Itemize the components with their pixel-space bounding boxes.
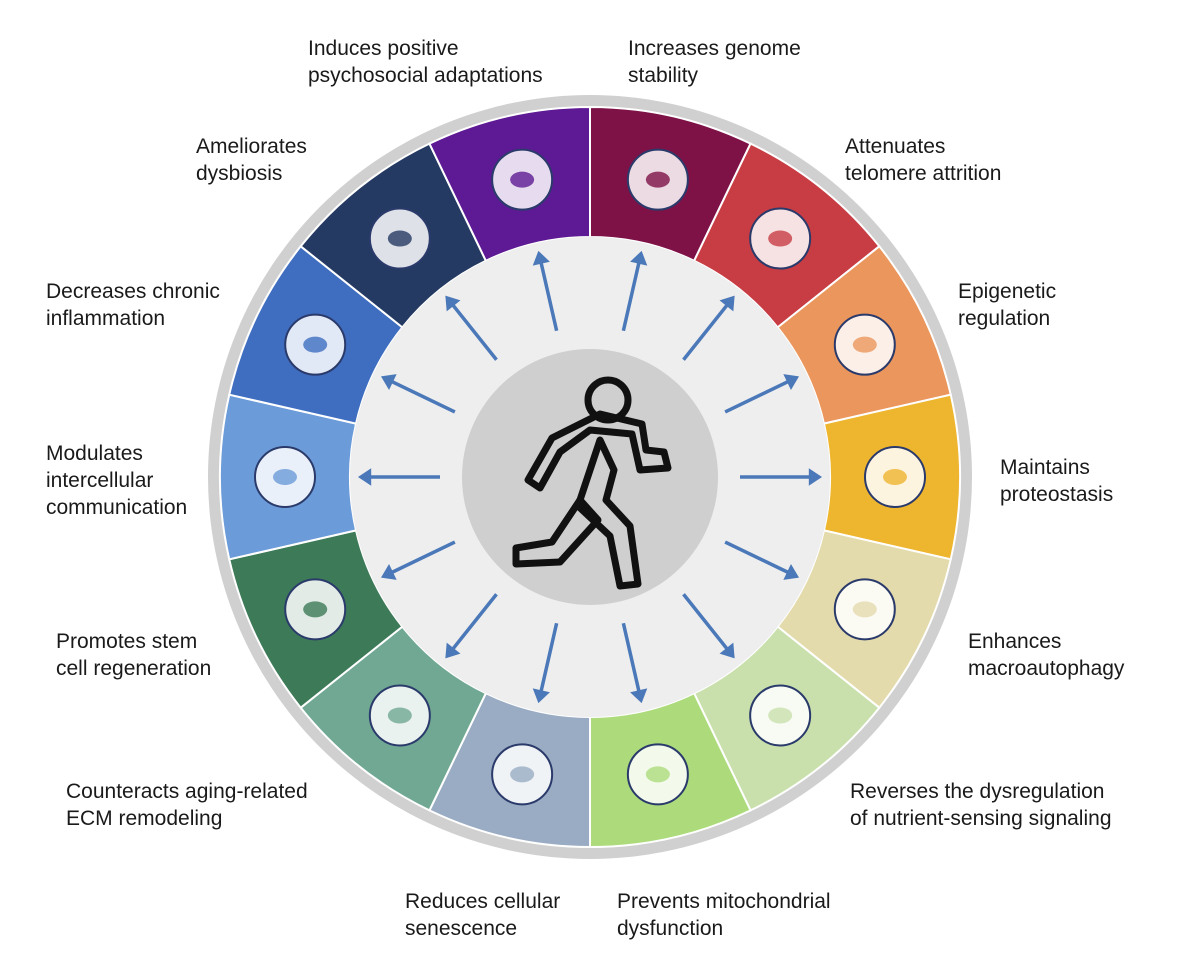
arrowhead-mitochondria [630,688,648,704]
label-ecm: Counteracts aging-related ECM remodeling [66,780,308,830]
label-inflammation: Decreases chronic inflammation [46,280,220,330]
arrow-epigenetic [724,377,794,414]
arrowhead-stem [380,564,397,580]
arrow-senescence [538,622,559,697]
gut-microbiome-icon [368,207,431,270]
label-senescence: Reduces cellular senescence [405,890,561,940]
arrowhead-intercellular [358,468,372,486]
autophagosome-icon [833,578,896,641]
chromosome-icon [749,207,812,270]
arrow-mitochondria [621,622,642,697]
label-epigenetic: Epigenetic regulation [958,280,1057,330]
label-telomere: Attenuates telomere attrition [845,135,1002,185]
label-psychosocial: Induces positive psychosocial adaptation… [308,37,543,87]
protein-folding-icon [864,446,926,508]
label-mitochondria: Prevents mitochondrial dysfunction [617,890,831,940]
arrow-psychosocial [538,257,559,332]
senescent-cell-icon [491,743,554,806]
arrow-genome [621,257,642,332]
label-dysbiosis: Ameliorates dysbiosis [196,135,307,185]
arrowhead-dysbiosis [445,295,461,312]
arrow-inflammation [386,377,456,414]
arrow-ecm [448,593,498,655]
dna-icon [626,148,689,211]
arrowhead-ecm [445,642,461,659]
arrowhead-epigenetic [783,374,800,390]
label-intercellular: Modulates intercellular communication [46,442,188,519]
arrow-telomere [682,299,732,361]
label-macroautophagy: Enhances macroautophagy [968,630,1125,680]
label-nutrient: Reverses the dysregulation of nutrient-s… [850,780,1112,830]
arrowhead-nutrient [719,642,735,659]
arrowhead-inflammation [380,374,397,390]
arrow-dysbiosis [448,299,498,361]
arrowhead-psychosocial [532,250,550,266]
arrow-nutrient [682,593,732,655]
arrowhead-telomere [719,295,735,312]
no-inflammation-icon [284,313,347,376]
label-stem: Promotes stem cell regeneration [56,630,212,680]
label-proteostasis: Maintains proteostasis [1000,456,1114,506]
arrowhead-macroautophagy [783,564,800,580]
arrow-stem [386,540,456,577]
cell-communication-icon [254,446,316,508]
signaling-network-icon [749,684,812,747]
ecm-fibers-icon [368,684,431,747]
arrow-macroautophagy [724,540,794,577]
label-genome: Increases genome stability [628,37,801,87]
mitochondrion-icon [626,743,689,806]
arrowhead-proteostasis [808,468,822,486]
nucleosome-icon [833,313,896,376]
head-heart-icon [491,148,554,211]
stem-cells-icon [284,578,347,641]
arrowhead-genome [630,250,648,266]
running-person-icon [512,376,672,590]
arrowhead-senescence [532,688,550,704]
